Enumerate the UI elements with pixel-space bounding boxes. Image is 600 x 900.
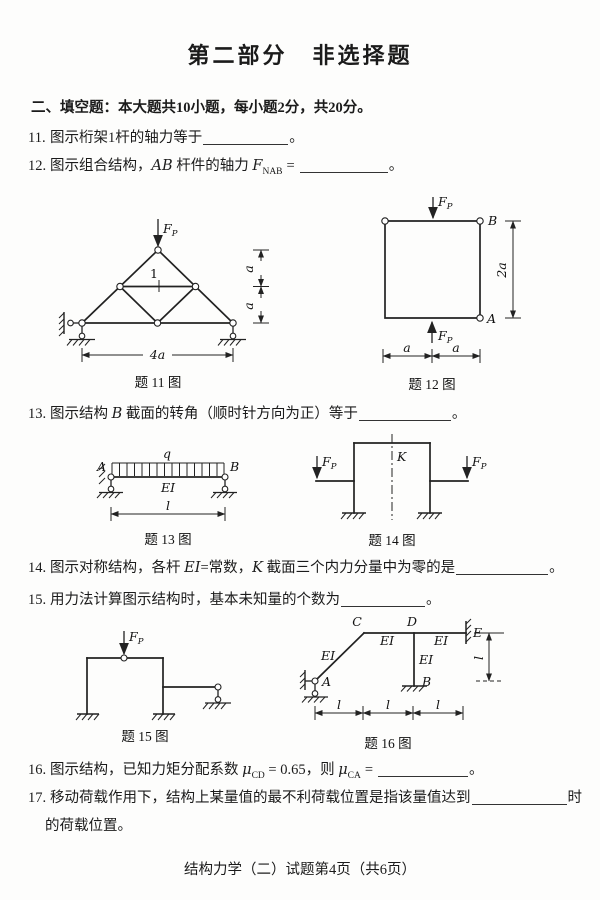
section-heading: 二、填空题：本大题共10小题，每小题2分，共20分。 xyxy=(31,100,372,116)
answer-blank-16 xyxy=(378,763,469,777)
question-15-number: 15. xyxy=(28,592,47,608)
bottom-dim-a1: a xyxy=(403,340,410,355)
length-dimension xyxy=(110,507,226,521)
load-label: q xyxy=(163,446,171,461)
node-b-label: B xyxy=(487,213,497,228)
left-support xyxy=(58,312,95,346)
question-13-number: 13. xyxy=(28,406,47,422)
section-k-label: K xyxy=(396,449,407,464)
bottom-dim-1: l xyxy=(337,697,341,712)
ei-db-label: EI xyxy=(418,652,434,667)
fixed-support-b xyxy=(400,685,427,692)
member-1-label: 1 xyxy=(150,266,158,281)
span-dimension-label: 4a xyxy=(149,347,165,362)
figure-q15-frame: FP 题 15 图 xyxy=(75,629,231,744)
question-11: 11.图示桁架1杆的轴力等于。 xyxy=(28,130,304,146)
frame-members xyxy=(384,220,481,319)
top-load-label: FP xyxy=(437,194,453,212)
bottom-dim-a2: a xyxy=(452,340,459,355)
figure-caption: 题 12 图 xyxy=(408,377,455,392)
ei-cd-label: EI xyxy=(379,633,395,648)
answer-blank-12 xyxy=(299,159,388,173)
answer-blank-14 xyxy=(456,561,549,575)
left-fixed-support xyxy=(340,512,366,520)
answer-blank-15 xyxy=(341,593,425,607)
right-dim-label: l xyxy=(471,656,486,660)
support-b xyxy=(210,473,237,499)
wall-support-e xyxy=(465,618,472,644)
load-label: FP xyxy=(162,221,178,239)
question-16-number: 16. xyxy=(28,762,47,778)
right-dimension xyxy=(474,632,504,682)
node-a-label: A xyxy=(486,311,496,326)
right-dimension xyxy=(505,220,521,319)
question-14-number: 14. xyxy=(28,560,47,576)
question-12: 12.图示组合结构，AB 杆件的轴力 FNAB=。 xyxy=(28,158,404,177)
ei-de-label: EI xyxy=(433,633,449,648)
answer-blank-13 xyxy=(358,407,451,421)
bottom-dimension xyxy=(382,349,481,363)
left-fixed-support xyxy=(75,713,100,721)
question-16: 16.图示结构，已知力矩分配系数 μCD = 0.65，则 μCA=。 xyxy=(28,762,484,781)
length-dim-label: l xyxy=(166,498,170,513)
question-13: 13.图示结构 B 截面的转角（顺时针方向为正）等于。 xyxy=(28,406,467,422)
left-load-label: FP xyxy=(321,454,337,472)
load-label: FP xyxy=(128,629,144,647)
figure-q11-truss: 1 FP xyxy=(58,219,269,390)
height-dim-a1: a xyxy=(241,265,256,272)
frame-members xyxy=(313,631,467,687)
figure-caption: 题 14 图 xyxy=(368,533,415,548)
figure-caption: 题 16 图 xyxy=(364,736,411,751)
right-link-support xyxy=(202,683,231,710)
right-dim-label: 2a xyxy=(494,262,509,278)
question-17-number: 17. xyxy=(28,790,47,806)
ei-ac-label: EI xyxy=(320,648,336,663)
node-b-label: B xyxy=(421,674,431,689)
node-c-label: C xyxy=(352,614,362,629)
span-dimension xyxy=(81,348,234,362)
question-17-line2: 的荷载位置。 xyxy=(45,818,132,834)
right-support xyxy=(217,326,246,346)
frame-members xyxy=(86,657,219,715)
figure-q13-beam: q EI A B l 题 13 图 xyxy=(96,446,239,547)
figure-q16-frame: C D E A B EI EI EI EI xyxy=(299,614,504,751)
question-11-number: 11. xyxy=(28,130,46,146)
figure-caption: 题 13 图 xyxy=(144,532,191,547)
joints xyxy=(381,217,484,322)
bottom-load-label: FP xyxy=(437,328,453,346)
page-title: 第二部分 非选择题 xyxy=(187,43,413,68)
support-a xyxy=(96,463,123,499)
height-dimension xyxy=(253,249,269,324)
node-a-label: A xyxy=(96,459,106,474)
truss-members xyxy=(80,248,235,325)
figure-q14-frame: K FP FP 题 14 图 xyxy=(312,434,487,548)
node-a-label: A xyxy=(321,674,331,689)
right-fixed-support xyxy=(416,512,442,520)
node-d-label: D xyxy=(406,614,417,629)
figure-q12-structure: FP FP B A 2a a a 题 12 图 xyxy=(381,194,521,392)
question-15: 15.用力法计算图示结构时，基本未知量的个数为。 xyxy=(28,592,441,608)
stiffness-label: EI xyxy=(160,480,176,495)
question-12-number: 12. xyxy=(28,158,47,174)
question-17-line1: 17.移动荷载作用下，结构上某量值的最不利荷载位置是指该量值达到时 xyxy=(28,790,582,806)
right-fixed-support xyxy=(151,713,176,721)
page-footer: 结构力学（二）试题第4页（共6页） xyxy=(184,862,416,878)
support-a xyxy=(299,670,328,703)
distributed-load xyxy=(111,462,225,476)
answer-blank-17 xyxy=(471,791,567,805)
question-14: 14.图示对称结构，各杆 EI=常数，K 截面三个内力分量中为零的是。 xyxy=(28,560,564,576)
node-b-label: B xyxy=(229,459,239,474)
bottom-dim-3: l xyxy=(436,697,440,712)
hinge-joint xyxy=(120,654,128,662)
figure-caption: 题 15 图 xyxy=(121,729,168,744)
figure-caption: 题 11 图 xyxy=(135,375,182,390)
right-load-label: FP xyxy=(471,454,487,472)
height-dim-a2: a xyxy=(241,302,256,309)
answer-blank-11 xyxy=(203,131,289,145)
bottom-dimension xyxy=(314,706,464,720)
bottom-dim-2: l xyxy=(386,697,390,712)
